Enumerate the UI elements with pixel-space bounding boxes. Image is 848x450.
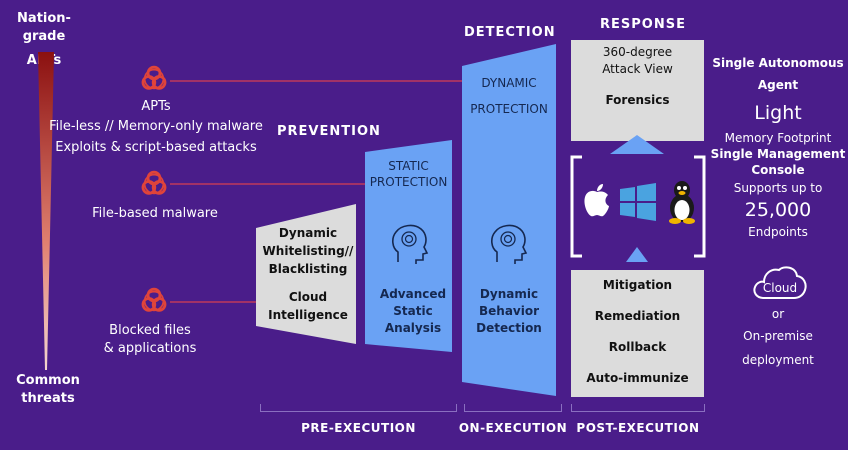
file-based-threat-label: File-based malware [92,206,218,221]
response-item: Mitigation [602,278,673,292]
response-item: Remediation [594,309,681,323]
windows-icon [620,183,656,221]
apt-threat-label: APTs File-less // Memory-only malware Ex… [49,99,263,155]
detection-heading: DETECTION [464,25,556,40]
right-info-column: Single Autonomous Agent Light Memory Foo… [710,56,846,239]
response-item: Rollback [608,340,667,354]
static-protection-title: STATIC PROTECTION [369,159,448,189]
static-protection-body: Advanced Static Analysis [379,287,447,335]
blocked-threat-label: Blocked files & applications [103,323,197,356]
response-bottom-panel [571,270,704,397]
cloud-icon [753,266,807,299]
dynamic-protection-panel [462,44,556,396]
prevention-heading: PREVENTION [277,124,381,139]
on-execution-bracket [464,404,562,412]
cloud-label: Cloud [762,281,798,295]
brain-head-icon [491,224,528,264]
linux-tux-icon [669,181,695,224]
pre-execution-bracket [260,404,457,412]
pre-execution-label: PRE-EXECUTION [301,421,416,435]
up-arrow-bottom [626,247,648,262]
prevention-panel [256,204,356,344]
biohazard-icon [141,287,167,312]
apple-icon [584,184,609,217]
prevention-panel-text: Dynamic Whitelisting// Blacklisting Clou… [262,226,354,322]
scale-bottom-label: Common threats [16,373,80,406]
post-execution-bracket [571,404,705,412]
post-execution-label: POST-EXECUTION [576,421,700,435]
brain-head-icon [392,224,429,264]
on-execution-label: ON-EXECUTION [458,421,568,435]
dynamic-protection-title: DYNAMIC PROTECTION [470,76,548,116]
threat-gradient-bar [38,52,54,370]
biohazard-icon [141,65,167,90]
biohazard-icon [141,170,167,195]
response-bottom-list: Mitigation Remediation Rollback Auto-imm… [571,278,704,402]
response-top-panel [571,40,704,141]
response-item: Auto-immunize [586,371,689,385]
response-heading: RESPONSE [600,17,686,32]
deployment-text: or On-premise deployment [742,307,814,367]
response-top-text: 360-degree Attack View Forensics [602,45,673,107]
up-arrow-top [610,135,664,154]
dynamic-protection-body: Dynamic Behavior Detection [476,287,542,335]
